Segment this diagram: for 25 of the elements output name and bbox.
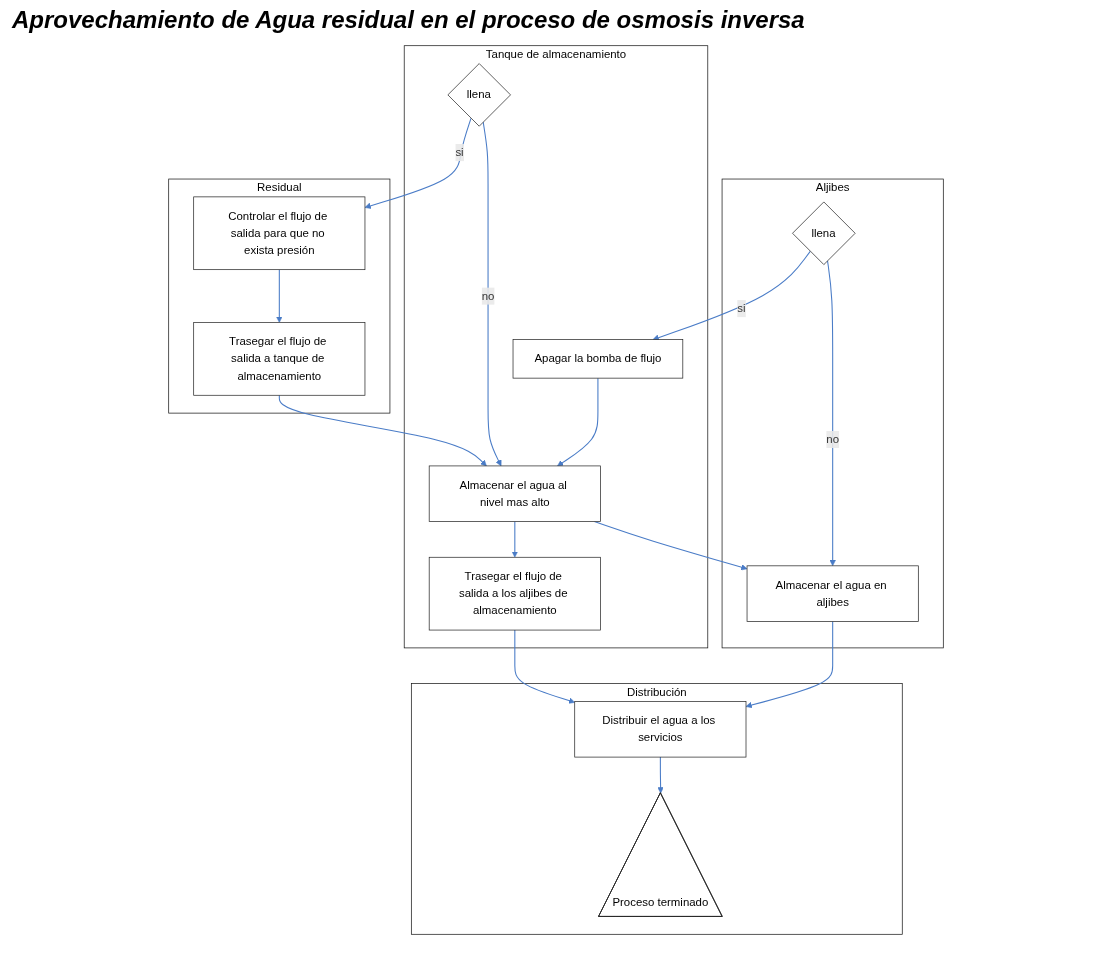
arrow: [482, 121, 502, 467]
node-box: Almacenar el agua en aljibes: [746, 565, 919, 622]
arrow: [278, 394, 487, 467]
edge-label: si: [455, 146, 464, 159]
arrow: [745, 620, 834, 709]
edge-label: no: [826, 433, 840, 446]
node-box: Almacenar el agua al nivel mas alto: [428, 465, 601, 522]
arrow: [364, 117, 472, 209]
arrow: [826, 260, 836, 567]
node-box: Trasegar el flujo de salida a los aljibes de almacenamiento: [428, 556, 601, 631]
node-box: Distribuir el agua a los servicios: [574, 701, 747, 758]
node-box: Apagar la bomba de flujo: [512, 339, 684, 379]
arrow: [557, 377, 599, 467]
arrow: [514, 629, 575, 704]
diagram-title: Aprovechamiento de Agua residual en el proceso de osmosis inversa: [12, 6, 805, 34]
arrow: [276, 269, 283, 323]
edge-label: no: [481, 289, 495, 302]
node-diamond: llena: [792, 201, 856, 265]
arrow: [511, 521, 518, 558]
node-box: Controlar el flujo de salida para que no exista presión: [193, 196, 366, 270]
arrow: [657, 756, 664, 794]
node-box: Trasegar el flujo de salida a tanque de almacenamiento: [193, 322, 366, 396]
arrow: [652, 250, 811, 341]
node-diamond: llena: [447, 63, 511, 127]
edge-label: si: [737, 302, 746, 315]
